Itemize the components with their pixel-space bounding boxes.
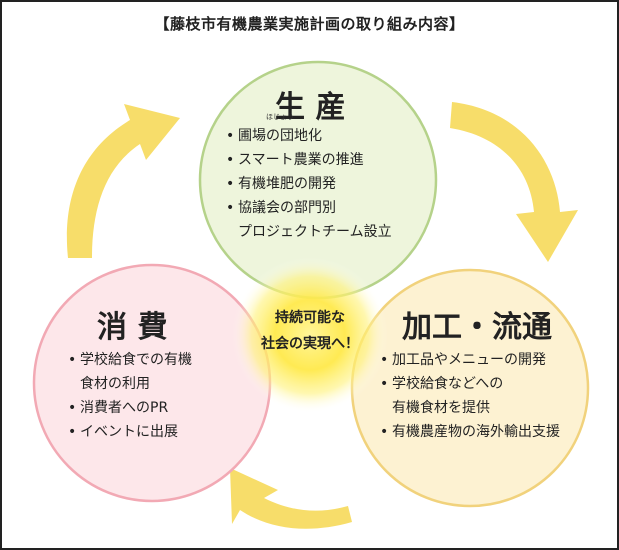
ruby-reading: ほじょう [238,113,322,121]
center-line-2: 社会の実現へ！ [261,336,359,352]
center-line-1: 持続可能な [275,310,345,326]
arrow-consumption-to-production [66,104,180,258]
list-item: 消費者へのPR [68,396,192,420]
list-item: 有機農産物の海外輸出支援 [380,420,560,444]
item-text: 圃場の団地化 [238,128,322,144]
diagram-title: 【藤枝市有機農業実施計画の取り組み内容】 [154,15,465,33]
center-message: 持続可能な 社会の実現へ！ [246,305,374,357]
list-item: スマート農業の推進 [226,148,392,172]
consumption-list: 学校給食での有機 食材の利用 消費者へのPR イベントに出展 [68,348,192,444]
list-item-continuation: プロジェクトチーム設立 [238,224,392,240]
arrow-production-to-processing [450,102,578,262]
list-item: イベントに出展 [68,420,192,444]
list-item-continuation: 有機食材を提供 [392,400,490,416]
list-item: 学校給食での有機 [68,348,192,372]
arrow-processing-to-consumption [230,468,352,529]
processing-list: 加工品やメニューの開発 学校給食などへの 有機食材を提供 有機農産物の海外輸出支… [380,348,560,444]
ruby-word: ほじょう 圃場の団地化 [238,113,322,148]
list-item-continuation: 食材の利用 [80,376,150,392]
cycle-arrows [66,102,578,529]
center-glow [232,257,388,413]
list-item: 加工品やメニューの開発 [380,348,560,372]
production-list: ほじょう 圃場の団地化 スマート農業の推進 有機堆肥の開発 協議会の部門別 プロ… [226,113,392,244]
list-item: ほじょう 圃場の団地化 [226,113,392,148]
processing-heading: 加工・流通 [402,310,552,345]
list-item: 有機堆肥の開発 [226,172,392,196]
consumption-heading: 消 費 [97,310,168,345]
list-item: 学校給食などへの [380,372,560,396]
list-item: 協議会の部門別 [226,196,392,220]
